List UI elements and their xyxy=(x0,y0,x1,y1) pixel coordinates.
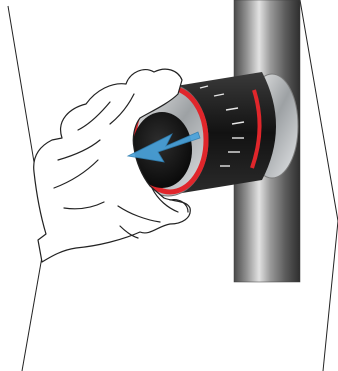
knob-illustration xyxy=(0,0,338,371)
illustration-canvas xyxy=(0,0,338,371)
